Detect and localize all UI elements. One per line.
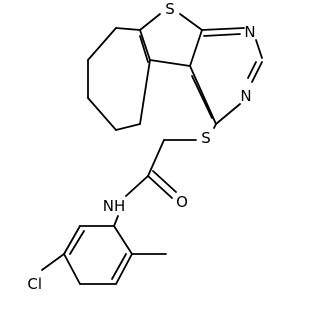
bond: [139, 13, 161, 31]
bonds: [41, 13, 263, 285]
bond: [115, 123, 141, 131]
bond: [115, 27, 141, 31]
bond: [191, 75, 213, 119]
bond: [139, 59, 151, 125]
molecule-structure-diagram: S N N S O NH Cl: [0, 0, 276, 312]
bond: [87, 27, 117, 61]
bond: [149, 59, 191, 67]
bond: [139, 29, 151, 61]
bond: [179, 13, 203, 31]
atom-label-amide-nh: NH: [103, 197, 126, 215]
bond: [115, 253, 133, 285]
bond: [152, 170, 177, 193]
bond: [41, 253, 65, 271]
bond: [201, 27, 245, 31]
atom-label-oxygen: O: [176, 193, 188, 211]
bond: [87, 97, 117, 131]
bond: [247, 61, 257, 79]
bond: [255, 39, 263, 59]
bond: [203, 33, 241, 37]
canvas-background: [0, 0, 276, 312]
atom-label-sulfur-ring: S: [165, 0, 175, 18]
bond: [113, 215, 119, 227]
bond: [147, 175, 173, 199]
bond: [189, 29, 203, 67]
bond: [213, 123, 217, 129]
atom-label-sulfur-thioether: S: [201, 129, 211, 147]
bond: [63, 225, 81, 255]
atom-label-chlorine: Cl: [27, 275, 42, 293]
bond: [147, 139, 165, 177]
bond: [69, 230, 85, 255]
atom-label-nitrogen-lower: N: [240, 87, 251, 105]
bond: [251, 61, 263, 83]
atom-label-nitrogen-upper: N: [244, 23, 255, 41]
bond: [63, 253, 81, 285]
bond: [113, 225, 133, 255]
bond: [111, 253, 127, 280]
bond: [189, 65, 217, 125]
bond: [139, 35, 149, 63]
atom-labels: S N N S O NH Cl: [27, 0, 255, 293]
bond: [215, 103, 241, 125]
bond: [125, 175, 149, 197]
